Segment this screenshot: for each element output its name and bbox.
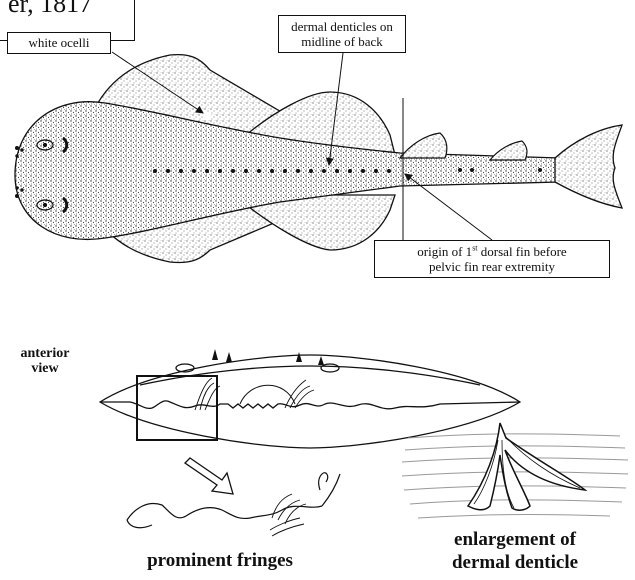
anterior-line2: view bbox=[10, 361, 80, 376]
title-text: er, 1817 bbox=[8, 0, 92, 14]
label-origin-first-dorsal: origin of 1st dorsal fin before pelvic f… bbox=[374, 240, 610, 278]
enlargement-line2: dermal denticle bbox=[395, 551, 635, 574]
origin-line2: pelvic fin rear extremity bbox=[375, 259, 609, 274]
dermal-line1: dermal denticles on bbox=[279, 19, 405, 34]
origin-pre: origin of 1 bbox=[417, 244, 472, 259]
white-ocellus bbox=[203, 112, 211, 120]
white-ocelli-text: white ocelli bbox=[28, 35, 89, 50]
inset-arrow bbox=[185, 458, 233, 494]
label-dermal-denticles: dermal denticles on midline of back bbox=[278, 15, 406, 53]
anterior-line1: anterior bbox=[10, 346, 80, 361]
enlargement-line1: enlargement of bbox=[395, 528, 635, 551]
origin-post: dorsal fin before bbox=[478, 244, 567, 259]
first-dorsal-fin bbox=[400, 133, 447, 158]
dermal-denticle-drawing bbox=[402, 423, 628, 518]
shark-dorsal-view bbox=[15, 55, 622, 263]
label-anterior-view: anterior view bbox=[10, 346, 80, 376]
origin-line1: origin of 1st dorsal fin before bbox=[375, 244, 609, 259]
prominent-fringes-drawing bbox=[127, 473, 340, 536]
label-enlargement: enlargement of dermal denticle bbox=[395, 528, 635, 574]
label-prominent-fringes: prominent fringes bbox=[115, 550, 325, 572]
caudal-fin bbox=[555, 125, 622, 208]
prominent-fringes-text: prominent fringes bbox=[147, 550, 293, 571]
label-white-ocelli: white ocelli bbox=[7, 32, 111, 54]
second-dorsal-fin bbox=[490, 141, 527, 160]
dermal-line2: midline of back bbox=[279, 34, 405, 49]
anterior-view-drawing bbox=[100, 355, 520, 448]
